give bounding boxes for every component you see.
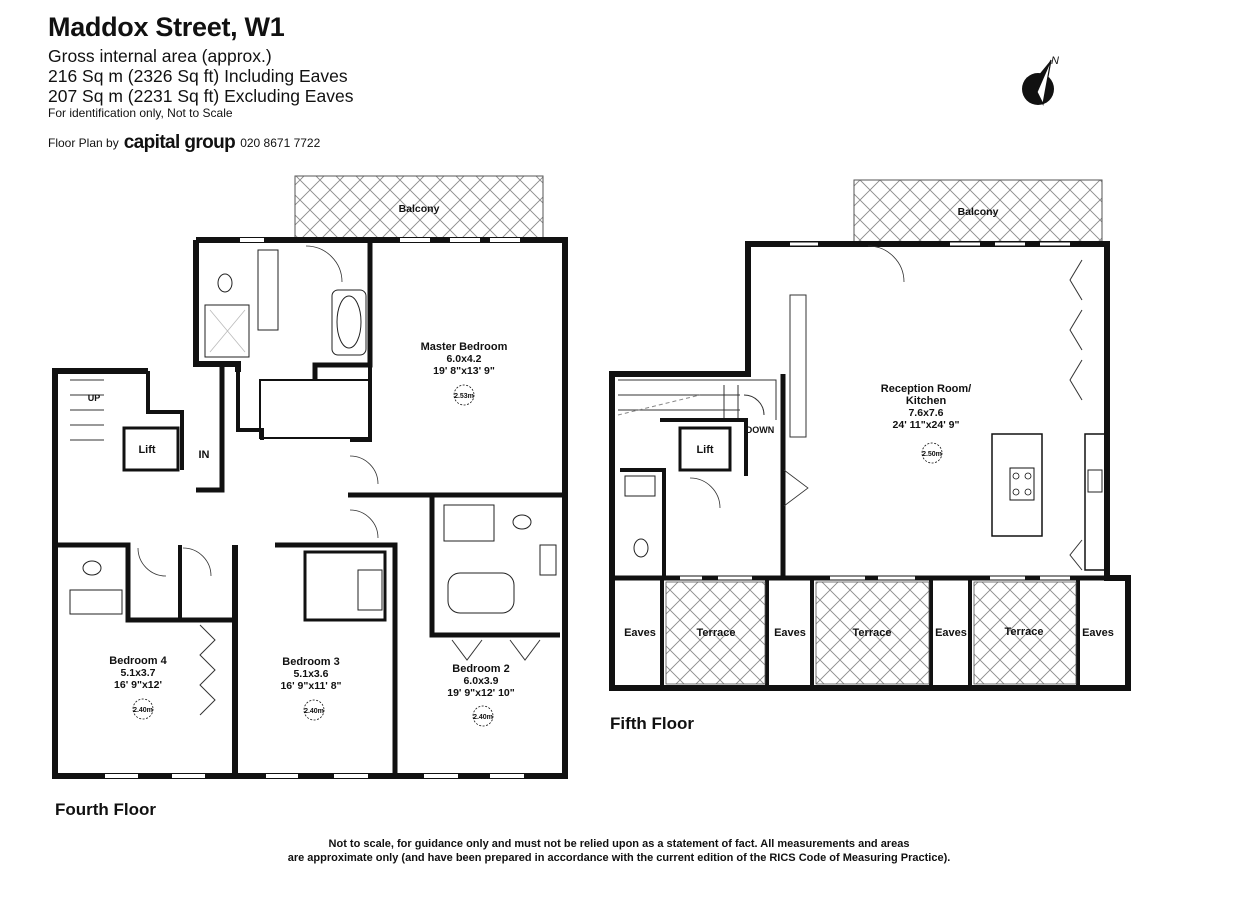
fourth-balcony <box>294 175 544 241</box>
fifth-lift <box>678 426 732 472</box>
compass-icon: N <box>1022 55 1059 106</box>
fifth-stairs-down-label: DOWN <box>746 425 775 435</box>
reception-name-line2: Kitchen <box>906 395 947 407</box>
terrace-label-3: Terrace <box>1005 626 1044 638</box>
eaves-label-3: Eaves <box>935 627 967 639</box>
bedroom3-name: Bedroom 3 <box>282 656 339 668</box>
bedroom4-metric: 5.1x3.7 <box>120 667 155 679</box>
bedroom3-height: 2.40m <box>304 708 324 715</box>
master-bedroom-name: Master Bedroom <box>421 341 508 353</box>
fifth-balcony <box>853 179 1103 243</box>
fifth-terrace-2 <box>815 581 930 685</box>
credit-phone: 020 8671 7722 <box>240 136 321 150</box>
area-including-eaves: 216 Sq m (2326 Sq ft) Including Eaves <box>48 66 348 86</box>
fourth-lift-label: Lift <box>138 444 155 456</box>
disclaimer-line2: are approximate only (and have been prep… <box>287 852 951 864</box>
fourth-entrance-label: IN <box>199 449 210 461</box>
compass-north-label: N <box>1051 55 1059 67</box>
eaves-label-1: Eaves <box>624 627 656 639</box>
bedroom3-imperial: 16' 9"x11' 8" <box>280 680 341 692</box>
gia-label: Gross internal area (approx.) <box>48 46 272 66</box>
property-title: Maddox Street, W1 <box>48 12 285 42</box>
bedroom4-imperial: 16' 9"x12' <box>114 679 162 691</box>
area-excluding-eaves: 207 Sq m (2231 Sq ft) Excluding Eaves <box>48 86 354 106</box>
fifth-balcony-label: Balcony <box>958 206 999 218</box>
floorplan-credit: Floor Plan by capital group 020 8671 772… <box>48 132 320 154</box>
fifth-floor-label: Fifth Floor <box>610 714 695 733</box>
credit-prefix: Floor Plan by <box>48 136 119 150</box>
fourth-floor-label: Fourth Floor <box>55 800 157 819</box>
master-bedroom-height: 2.53m <box>454 393 474 400</box>
fifth-terrace-3 <box>973 581 1077 685</box>
disclaimer: Not to scale, for guidance only and must… <box>0 837 1238 865</box>
fourth-lift <box>122 426 180 472</box>
reception-imperial: 24' 11"x24' 9" <box>893 419 960 431</box>
kitchen-island <box>991 433 1043 537</box>
bedroom3-metric: 5.1x3.6 <box>293 668 328 680</box>
reception-name-line1: Reception Room/ <box>881 383 971 395</box>
reception-metric: 7.6x7.6 <box>908 407 943 419</box>
bedroom2-imperial: 19' 9"x12' 10" <box>447 687 515 699</box>
disclaimer-line1: Not to scale, for guidance only and must… <box>328 838 910 850</box>
bedroom4-height: 2.40m <box>133 707 153 714</box>
bedroom2-metric: 6.0x3.9 <box>463 675 498 687</box>
terrace-label-2: Terrace <box>853 627 892 639</box>
reception-height: 2.50m <box>922 451 942 458</box>
identification-note: For identification only, Not to Scale <box>48 106 233 120</box>
master-bedroom-imperial: 19' 8"x13' 9" <box>433 365 495 377</box>
eaves-label-2: Eaves <box>774 627 806 639</box>
fifth-floor-plan <box>609 179 1131 691</box>
fourth-floor-plan <box>52 175 568 779</box>
fourth-balcony-label: Balcony <box>399 203 440 215</box>
fourth-stairs-up-label: UP <box>88 393 101 403</box>
eaves-label-4: Eaves <box>1082 627 1114 639</box>
master-bedroom-metric: 6.0x4.2 <box>446 353 481 365</box>
fifth-lift-label: Lift <box>696 444 713 456</box>
fifth-terrace-1 <box>665 581 766 685</box>
fifth-outer-wall <box>609 241 1131 691</box>
bedroom4-name: Bedroom 4 <box>109 655 167 667</box>
terrace-label-1: Terrace <box>697 627 736 639</box>
bedroom2-height: 2.40m <box>473 714 493 721</box>
brand-logo: capital group <box>123 132 236 153</box>
bedroom2-name: Bedroom 2 <box>452 663 509 675</box>
